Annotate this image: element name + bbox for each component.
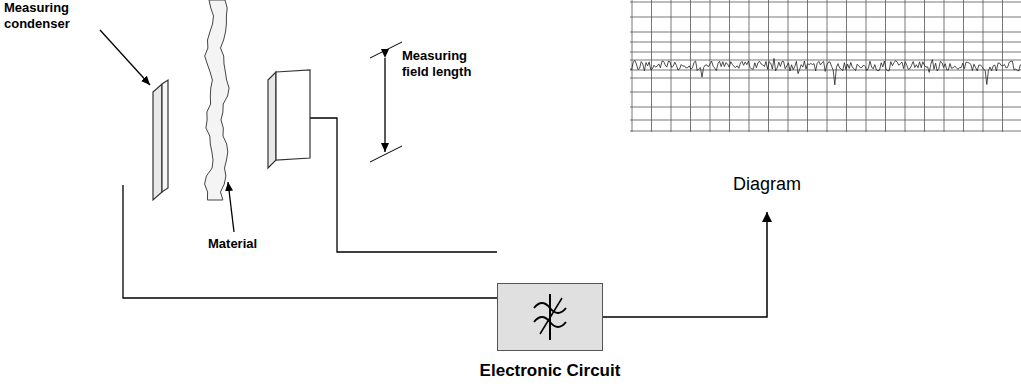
dimension-tick: [370, 42, 402, 58]
leader-arrow: [100, 30, 150, 85]
circuit-symbol: [498, 284, 602, 350]
node-title: Diagram: [707, 174, 827, 195]
dimension-tick: [370, 146, 402, 162]
wire: [123, 185, 497, 298]
capacitor-plate: [153, 84, 162, 200]
circuit-box: [497, 283, 603, 351]
node-title: Electronic Circuit: [470, 361, 630, 381]
circuit-node: Electronic Circuit: [470, 283, 630, 383]
capacitor-plate: [268, 72, 276, 168]
capacitor-plate: [276, 70, 310, 160]
part-label: Measuring condenser: [4, 0, 94, 32]
material-yarn: [205, 0, 230, 200]
dimension-arrow: [384, 58, 385, 152]
wire: [290, 118, 497, 252]
signal-arrow: [603, 212, 767, 317]
leader-arrow: [228, 182, 234, 232]
dimension-label: Measuring field length: [402, 48, 492, 80]
part-label: Material: [208, 236, 257, 252]
capacitor-plate: [162, 80, 168, 192]
chart-grid: [630, 0, 1021, 135]
chart-node: Diagram: [630, 0, 1021, 210]
